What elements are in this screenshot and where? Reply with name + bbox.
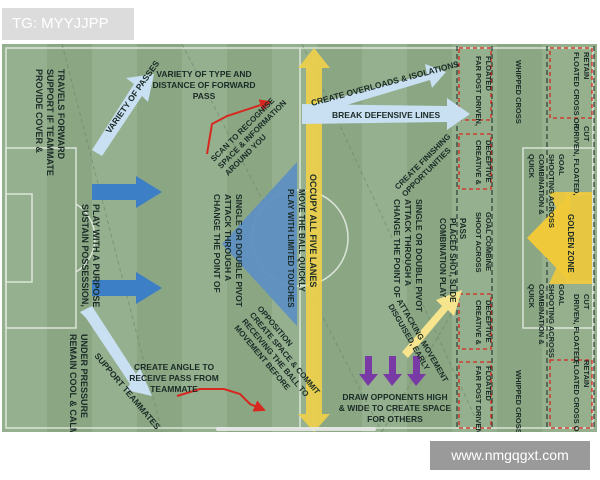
watermark-website: www.nmgqgxt.com — [430, 441, 590, 470]
svg-text:CREATE ANGLE TO: CREATE ANGLE TO — [134, 362, 215, 372]
svg-text:TEAMMATE: TEAMMATE — [150, 384, 198, 394]
svg-text:DRAW OPPONENTS HIGH: DRAW OPPONENTS HIGH — [342, 392, 447, 402]
svg-text:CREATIVE &: CREATIVE & — [474, 140, 483, 185]
svg-text:CREATIVE &: CREATIVE & — [474, 300, 483, 345]
watermark-tg: TG: MYYJJPP — [2, 8, 134, 40]
lightblue-arrows — [80, 64, 470, 396]
svg-text:PASS: PASS — [193, 91, 216, 101]
break-lines-text: BREAK DEFENSIVE LINES — [332, 110, 440, 120]
occupy-lanes-arrow — [298, 48, 330, 432]
floated-bottom-text: FLOATED CROSS OR RETAIN — [572, 360, 591, 432]
svg-text:FOR OTHERS: FOR OTHERS — [367, 414, 423, 424]
channel-lines — [456, 46, 595, 430]
change-point-right-text: CHANGE THE POINT OF ATTACK THROUGH A SIN… — [392, 199, 424, 313]
pitch-svg: PROVIDE COVER & SUPPORT IF TEAMMATE TRAV… — [2, 44, 597, 432]
svg-text:SHOOTING ACROSS: SHOOTING ACROSS — [547, 154, 556, 228]
svg-text:FLOATED CROSS OR: FLOATED CROSS OR — [572, 52, 581, 130]
golden-zone-shape — [527, 194, 570, 282]
svg-text:GOAL: GOAL — [557, 154, 566, 176]
golden-zone-text: GOLDEN ZONE — [566, 214, 575, 273]
whipped-top-text: WHIPPED CROSS — [514, 60, 523, 124]
driven-top-text: DRIVEN, FLOATED, CUT — [572, 126, 591, 195]
purple-arrows — [359, 356, 426, 386]
svg-text:SUSTAIN POSSESSION,: SUSTAIN POSSESSION, — [80, 204, 90, 307]
svg-text:PLACED SHOT, SLIDE: PLACED SHOT, SLIDE — [448, 218, 457, 303]
golden-zone-shape-2 — [549, 192, 592, 284]
draw-opponents-text: DRAW OPPONENTS HIGH & WIDE TO CREATE SPA… — [339, 392, 452, 424]
svg-text:GOAL: GOAL — [557, 284, 566, 306]
svg-text:QUICK: QUICK — [527, 154, 536, 179]
svg-text:& WIDE TO CREATE SPACE: & WIDE TO CREATE SPACE — [339, 403, 452, 413]
play-limited-text: PLAY WITH LIMITED TOUCHES MOVE THE BALL … — [286, 189, 306, 308]
svg-text:PASS: PASS — [458, 218, 467, 240]
svg-text:CUT: CUT — [582, 126, 591, 142]
svg-text:DECEPTIVE: DECEPTIVE — [484, 140, 493, 183]
shoot-across-text: SHOOT ACROSS GOAL COMBINE — [474, 212, 493, 273]
svg-text:ATTACK THROUGH A: ATTACK THROUGH A — [223, 194, 233, 281]
combination-play-text: COMBINATION PLAY PLACED SHOT, SLIDE PASS — [438, 218, 467, 303]
red-arrows — [176, 99, 272, 412]
svg-text:PROVIDE COVER &: PROVIDE COVER & — [34, 69, 44, 154]
svg-text:FLOATED: FLOATED — [484, 56, 493, 91]
tactics-pitch: PROVIDE COVER & SUPPORT IF TEAMMATE TRAV… — [2, 44, 597, 432]
svg-text:COMBINATION &: COMBINATION & — [537, 284, 546, 345]
change-point-left-text: CHANGE THE POINT OF ATTACK THROUGH A SIN… — [212, 194, 244, 308]
svg-text:CHANGE THE POINT OF: CHANGE THE POINT OF — [212, 194, 222, 293]
provide-cover-text: PROVIDE COVER & SUPPORT IF TEAMMATE TRAV… — [34, 69, 66, 176]
creative-top-text: CREATIVE & DECEPTIVE — [474, 140, 493, 185]
svg-text:CHANGE THE POINT OF: CHANGE THE POINT OF — [392, 199, 402, 298]
svg-text:SHOOTING ACROSS: SHOOTING ACROSS — [547, 284, 556, 358]
whipped-bottom-text: WHIPPED CROSS — [514, 370, 523, 432]
svg-text:RETAIN: RETAIN — [582, 52, 591, 79]
svg-text:QUICK: QUICK — [527, 284, 536, 309]
svg-text:DRIVEN, FLOATED,: DRIVEN, FLOATED, — [572, 294, 581, 363]
svg-text:SINGLE OR DOUBLE PIVOT: SINGLE OR DOUBLE PIVOT — [414, 199, 424, 313]
svg-text:SUPPORT IF TEAMMATE: SUPPORT IF TEAMMATE — [45, 69, 55, 176]
creative-bottom-text: CREATIVE & DECEPTIVE — [474, 300, 493, 345]
svg-text:ATTACK THROUGH A: ATTACK THROUGH A — [403, 199, 413, 286]
svg-text:COMBINATION PLAY: COMBINATION PLAY — [438, 218, 447, 298]
quick-bottom-text: QUICK COMBINATION & SHOOTING ACROSS GOAL — [527, 284, 566, 358]
svg-text:MOVE THE BALL QUICKLY: MOVE THE BALL QUICKLY — [297, 189, 306, 292]
svg-text:SHOOT ACROSS: SHOOT ACROSS — [474, 212, 483, 273]
far-post-top-text: FAR POST DRIVEN, FLOATED — [474, 56, 493, 126]
quick-top-text: QUICK COMBINATION & SHOOTING ACROSS GOAL — [527, 154, 566, 228]
central-triangle — [222, 162, 297, 326]
svg-text:DECEPTIVE: DECEPTIVE — [484, 300, 493, 343]
remain-cool-text: REMAIN COOL & CALM UNDER PRESSURE — [68, 334, 89, 432]
blue-arrows — [92, 176, 162, 304]
svg-text:GOAL COMBINE: GOAL COMBINE — [484, 212, 493, 271]
yellow-diag-arrow — [402, 290, 462, 358]
far-post-bottom-text: FAR POST DRIVEN, FLOATED — [474, 366, 493, 432]
bottom-bar — [216, 427, 376, 431]
svg-text:COMBINATION &: COMBINATION & — [537, 154, 546, 215]
svg-text:DRIVEN, FLOATED,: DRIVEN, FLOATED, — [572, 126, 581, 195]
svg-text:FAR POST DRIVEN,: FAR POST DRIVEN, — [474, 56, 483, 126]
floated-top-text: FLOATED CROSS OR RETAIN — [572, 52, 591, 130]
create-angle-text: CREATE ANGLE TO RECEIVE PASS FROM TEAMMA… — [129, 362, 219, 394]
svg-text:RECEIVE PASS FROM: RECEIVE PASS FROM — [129, 373, 219, 383]
variety-type-text: VARIETY OF TYPE AND DISTANCE OF FORWARD … — [152, 69, 255, 101]
svg-text:PLAY WITH LIMITED TOUCHES: PLAY WITH LIMITED TOUCHES — [286, 189, 295, 308]
svg-text:CUT: CUT — [582, 294, 591, 310]
sustain-text: SUSTAIN POSSESSION, PLAY WITH A PURPOSE — [80, 204, 101, 307]
svg-text:SINGLE OR DOUBLE PIVOT: SINGLE OR DOUBLE PIVOT — [234, 194, 244, 308]
svg-text:FLOATED: FLOATED — [484, 366, 493, 401]
occupy-lanes-text: OCCUPY ALL FIVE LANES — [308, 174, 318, 287]
svg-text:REMAIN COOL & CALM: REMAIN COOL & CALM — [68, 334, 78, 432]
svg-text:FAR POST DRIVEN,: FAR POST DRIVEN, — [474, 366, 483, 432]
svg-text:DISTANCE OF FORWARD: DISTANCE OF FORWARD — [152, 80, 255, 90]
svg-text:PLAY WITH A PURPOSE: PLAY WITH A PURPOSE — [91, 204, 101, 307]
svg-text:VARIETY OF TYPE AND: VARIETY OF TYPE AND — [156, 69, 251, 79]
svg-text:FLOATED CROSS OR: FLOATED CROSS OR — [572, 360, 581, 432]
svg-text:TRAVELS FORWARD: TRAVELS FORWARD — [56, 69, 66, 160]
svg-text:RETAIN: RETAIN — [582, 360, 591, 387]
zone-boxes — [458, 47, 593, 429]
svg-text:UNDER PRESSURE: UNDER PRESSURE — [79, 334, 89, 418]
driven-bottom-text: DRIVEN, FLOATED, CUT — [572, 294, 591, 363]
